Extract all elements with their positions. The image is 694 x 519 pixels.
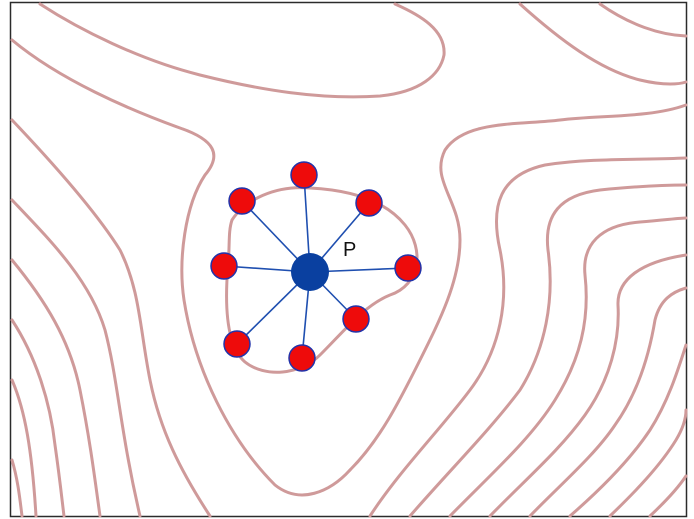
contour-line xyxy=(648,474,688,518)
neighbor-node xyxy=(394,254,422,282)
neighbor-node xyxy=(210,252,238,280)
contour-line xyxy=(528,286,688,518)
contour-line xyxy=(608,408,688,518)
neighbor-node xyxy=(342,305,370,333)
center-node-p xyxy=(291,253,329,291)
neighbor-node xyxy=(228,187,256,215)
contour-line xyxy=(10,38,352,497)
contour-line xyxy=(10,198,142,518)
contour-line xyxy=(10,378,38,518)
contour-line xyxy=(518,2,688,86)
contour-line xyxy=(10,458,24,518)
contour-line xyxy=(598,2,688,38)
contour-lines xyxy=(10,2,688,518)
neighbor-nodes xyxy=(210,161,422,372)
neighbor-node xyxy=(355,189,383,217)
contour-line xyxy=(38,2,446,99)
contour-line xyxy=(408,183,688,518)
contour-line xyxy=(488,253,688,518)
contour-line xyxy=(348,103,688,472)
contour-line xyxy=(10,258,102,518)
neighbor-node xyxy=(288,344,316,372)
diagram-border xyxy=(9,1,688,518)
center-label: P xyxy=(343,239,356,261)
contour-line xyxy=(10,118,212,518)
neighbor-node xyxy=(290,161,318,189)
contour-line xyxy=(368,156,688,518)
neighbor-node xyxy=(223,330,251,358)
contour-line xyxy=(10,318,66,518)
contour-line xyxy=(448,216,688,518)
contour-line xyxy=(568,343,688,518)
